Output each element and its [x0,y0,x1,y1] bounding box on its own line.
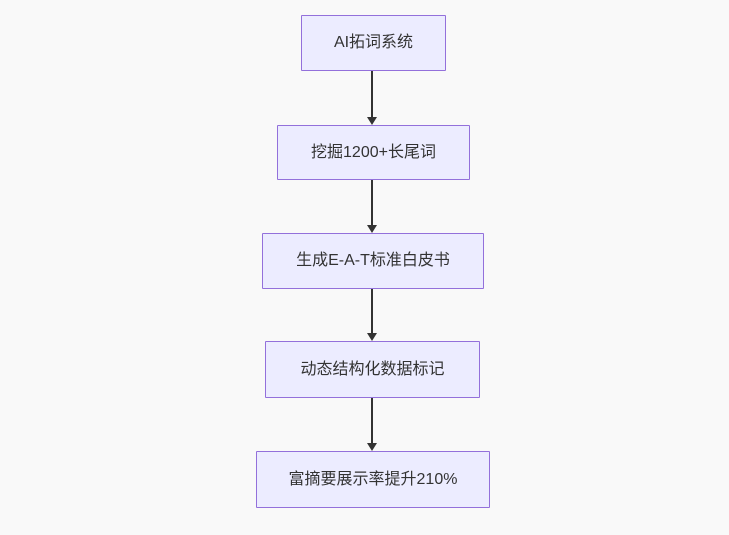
flow-node-structured-data-markup: 动态结构化数据标记 [265,341,480,398]
flow-arrow-2 [366,180,378,233]
flow-arrow-4 [366,398,378,451]
flow-node-label: AI拓词系统 [333,34,414,52]
flow-node-eat-whitepaper: 生成E-A-T标准白皮书 [262,233,484,289]
flow-node-longtail-mining: 挖掘1200+长尾词 [277,125,470,180]
arrow-line [371,180,373,226]
arrow-line [371,398,373,444]
arrow-head-down-icon [367,333,377,341]
flow-node-label: 生成E-A-T标准白皮书 [296,252,450,270]
arrow-head-down-icon [367,443,377,451]
flow-node-label: 挖掘1200+长尾词 [311,143,436,161]
flow-node-label: 富摘要展示率提升210% [288,470,458,488]
arrow-head-down-icon [367,225,377,233]
flow-node-rich-snippet-uplift: 富摘要展示率提升210% [256,451,490,508]
flow-node-ai-keyword-system: AI拓词系统 [301,15,446,71]
arrow-line [371,71,373,118]
arrow-head-down-icon [367,117,377,125]
flow-arrow-3 [366,289,378,341]
flow-node-label: 动态结构化数据标记 [300,360,445,378]
arrow-line [371,289,373,334]
flow-arrow-1 [366,71,378,125]
